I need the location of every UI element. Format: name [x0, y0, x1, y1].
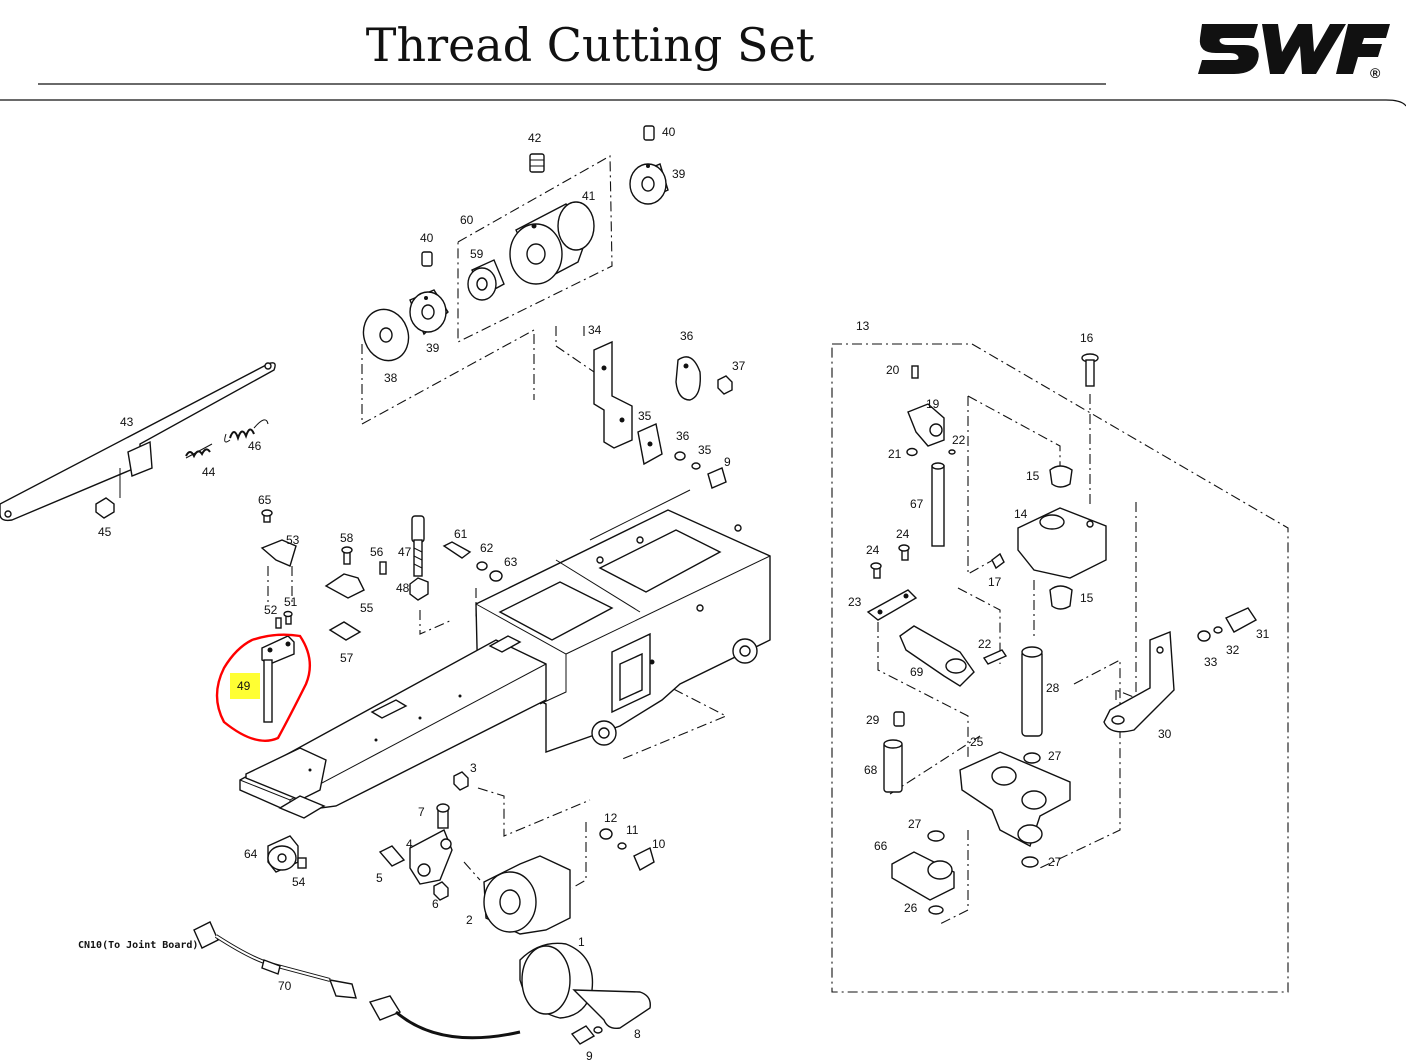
part-label-70: 70	[278, 979, 292, 993]
part-label-42: 42	[528, 131, 542, 145]
part-label-66: 66	[874, 839, 888, 853]
part-label-14: 14	[1014, 507, 1028, 521]
part-label-22-bottom: 22	[978, 637, 992, 651]
part-label-56: 56	[370, 545, 384, 559]
part-label-11: 11	[626, 823, 639, 837]
rail-assembly	[239, 635, 547, 819]
part-label-6: 6	[432, 897, 439, 911]
part-label-32: 32	[1226, 643, 1240, 657]
part-label-53: 53	[286, 533, 300, 547]
part-label-25: 25	[970, 735, 984, 749]
part-label-35-top: 35	[638, 409, 652, 423]
part-label-15-bottom: 15	[1080, 591, 1094, 605]
part-label-34: 34	[588, 323, 602, 337]
part-label-33: 33	[1204, 655, 1218, 669]
right-mechanism-group	[866, 353, 1258, 915]
part-label-2: 2	[466, 913, 473, 927]
part-label-51: 51	[284, 595, 298, 609]
part-label-1: 1	[578, 935, 585, 949]
part-label-12: 12	[604, 811, 618, 825]
part-label-65: 65	[258, 493, 272, 507]
part-label-57: 57	[340, 651, 354, 665]
part-label-30: 30	[1158, 727, 1172, 741]
part-label-13: 13	[856, 319, 870, 333]
part-label-29: 29	[866, 713, 880, 727]
part-label-22-top: 22	[952, 433, 966, 447]
highlight-box-49	[230, 673, 260, 699]
part-label-31: 31	[1256, 627, 1270, 641]
part-label-61: 61	[454, 527, 468, 541]
cable-70	[193, 921, 521, 1040]
part-label-40-top: 40	[662, 125, 676, 139]
part-label-69: 69	[910, 665, 924, 679]
part-label-3: 3	[470, 761, 477, 775]
part-label-39-top: 39	[672, 167, 686, 181]
part-label-24-right: 24	[896, 527, 910, 541]
part-label-27-bottom: 27	[1048, 855, 1062, 869]
part-label-41: 41	[582, 189, 596, 203]
part-label-46: 46	[248, 439, 262, 453]
part-label-60: 60	[460, 213, 474, 227]
part-label-9-bottom: 9	[586, 1049, 593, 1063]
part-label-48: 48	[396, 581, 410, 595]
lever-spring-group	[0, 362, 276, 522]
part-label-54: 54	[292, 875, 306, 889]
part-label-39-bottom: 39	[426, 341, 440, 355]
part-label-58: 58	[340, 531, 354, 545]
lower-left-parts	[267, 771, 655, 901]
part-label-36-top: 36	[680, 329, 694, 343]
upper-screws-group	[260, 509, 503, 641]
registered-mark: ®	[1370, 65, 1381, 81]
page-title: Thread Cutting Set	[365, 18, 815, 72]
part-label-38: 38	[384, 371, 398, 385]
swf-logo-mark	[1198, 24, 1390, 74]
part-label-67: 67	[910, 497, 924, 511]
part-label-7: 7	[418, 805, 425, 819]
connector-label: CN10(To Joint Board)	[78, 939, 198, 951]
part-label-27-top: 27	[1048, 749, 1062, 763]
part-label-35-bottom: 35	[698, 443, 712, 457]
part-label-4: 4	[406, 837, 413, 851]
red-highlight-circle	[215, 633, 312, 742]
part-label-43: 43	[120, 415, 134, 429]
part-label-9-top: 9	[724, 455, 731, 469]
part-label-68: 68	[864, 763, 878, 777]
part-label-17: 17	[988, 575, 1002, 589]
part-label-10: 10	[652, 837, 666, 851]
part-label-5: 5	[376, 871, 383, 885]
part-label-15-top: 15	[1026, 469, 1040, 483]
part-label-36-bottom: 36	[676, 429, 690, 443]
part-label-59: 59	[470, 247, 484, 261]
shaft-coupling-group	[362, 125, 669, 362]
part-label-44: 44	[202, 465, 216, 479]
part-label-20: 20	[886, 363, 900, 377]
part-label-16: 16	[1080, 331, 1094, 345]
swf-logo: ®	[1198, 24, 1390, 81]
part-label-19: 19	[926, 397, 940, 411]
part-label-63: 63	[504, 555, 518, 569]
part-label-52: 52	[264, 603, 278, 617]
part-label-64: 64	[244, 847, 258, 861]
bracket-34-group	[593, 340, 733, 489]
part-label-26: 26	[904, 901, 918, 915]
part-label-28: 28	[1046, 681, 1060, 695]
part-49-assembly[interactable]	[261, 610, 295, 723]
part-label-37: 37	[732, 359, 746, 373]
part-label-62: 62	[480, 541, 494, 555]
part-labels: 1 2 3 4 5 6 7 8 9 9 10 11 12 13 14 15 15…	[78, 125, 1270, 1063]
part-label-21: 21	[888, 447, 902, 461]
part-label-8: 8	[634, 1027, 641, 1041]
part-label-47: 47	[398, 545, 412, 559]
main-frame	[475, 489, 771, 753]
part-label-55: 55	[360, 601, 374, 615]
part-label-24-left: 24	[866, 543, 880, 557]
part-label-49-highlighted[interactable]: 49	[237, 679, 251, 693]
part-label-45: 45	[98, 525, 112, 539]
part-label-27-left: 27	[908, 817, 922, 831]
frame-rule	[0, 99, 1406, 107]
part-label-40-left: 40	[420, 231, 434, 245]
motor-assembly	[483, 855, 651, 1045]
part-label-23: 23	[848, 595, 862, 609]
